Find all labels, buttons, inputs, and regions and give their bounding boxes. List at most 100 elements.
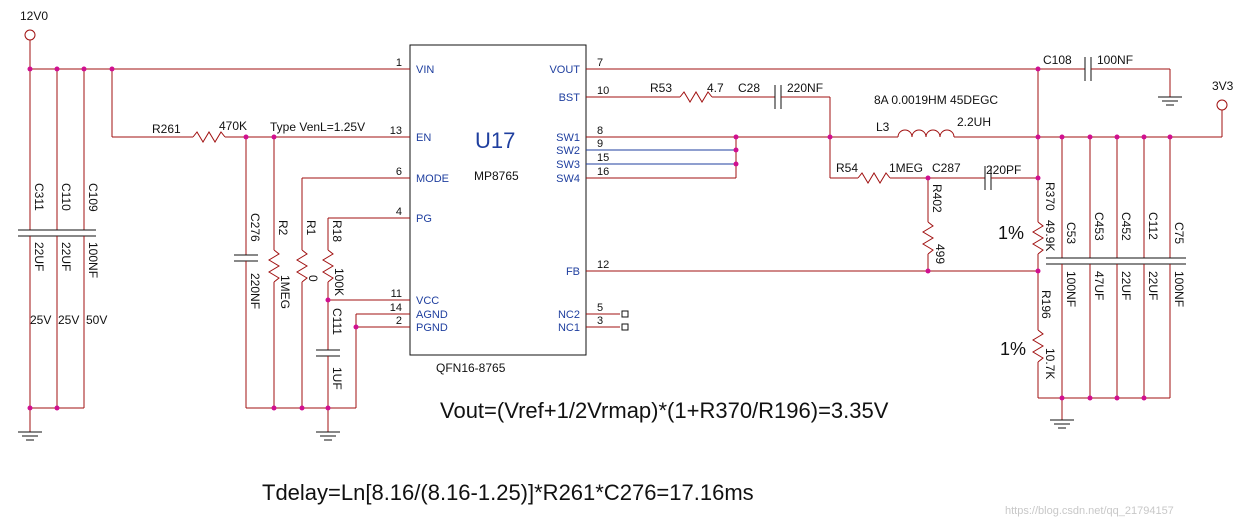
r196-tol: 1% <box>1000 339 1026 359</box>
r370-tol: 1% <box>998 223 1024 243</box>
r196-resistor <box>1032 329 1044 363</box>
c75-value: 100NF <box>1172 271 1186 307</box>
pin-number-sw4: 16 <box>597 166 609 178</box>
pin-name-mode: MODE <box>416 173 449 185</box>
pin-name-pgnd: PGND <box>416 322 448 334</box>
r54-ref: R54 <box>836 161 858 175</box>
c109-value: 100NF <box>86 242 100 278</box>
c111-ref: C111 <box>330 308 344 335</box>
pin-fb: FB 12 <box>566 259 620 278</box>
r18-ref: R18 <box>330 220 344 242</box>
pin-sw1: SW1 8 <box>556 125 620 144</box>
r402-value: 499 <box>933 244 947 264</box>
c452-ref: C452 <box>1119 212 1133 241</box>
pin-name-fb: FB <box>566 266 580 278</box>
c75-ref: C75 <box>1172 222 1186 244</box>
chip-ref: U17 <box>475 128 515 153</box>
c110-value: 22UF <box>59 242 73 271</box>
pin-name-nc2: NC2 <box>558 309 580 321</box>
r370-resistor <box>1032 221 1044 255</box>
r261-ref: R261 <box>152 122 181 136</box>
pin-number-fb: 12 <box>597 259 609 271</box>
c53-value: 100NF <box>1064 271 1078 307</box>
r370-ref: R370 <box>1043 182 1057 211</box>
r54-value: 1MEG <box>889 161 923 175</box>
pin-pg: PG4 <box>380 206 432 225</box>
pin-name-nc1: NC1 <box>558 322 580 334</box>
pin-number-nc1: 3 <box>597 315 603 327</box>
chip-package: QFN16-8765 <box>436 361 506 375</box>
l3-inductor <box>897 129 955 138</box>
ground-symbol-right <box>1050 419 1074 429</box>
pin-name-vout: VOUT <box>549 64 580 76</box>
pin-name-sw4: SW4 <box>556 173 580 185</box>
c109-ref: C109 <box>86 183 100 212</box>
c453-ref: C453 <box>1092 212 1106 241</box>
r53-ref: R53 <box>650 81 672 95</box>
r261-resistor <box>192 131 226 143</box>
c112-ref: C112 <box>1146 212 1160 240</box>
c453-value: 47UF <box>1092 271 1106 300</box>
type-venl-note: Type VenL=1.25V <box>270 120 365 134</box>
output-capacitors <box>1038 137 1186 420</box>
watermark-text: https://blog.csdn.net/qq_21794157 <box>1005 505 1174 517</box>
pin-number-nc2: 5 <box>597 302 603 314</box>
input-capacitors <box>18 69 96 432</box>
pin-number-en: 13 <box>390 125 402 137</box>
pin-en: EN 13 <box>380 125 431 144</box>
c110-rating: 25V <box>58 313 79 327</box>
l3-ref: L3 <box>876 120 890 134</box>
c109-rating: 50V <box>86 313 107 327</box>
c287-value: 220PF <box>986 163 1021 177</box>
no-connect-marker <box>621 323 629 331</box>
pin-name-agnd: AGND <box>416 309 448 321</box>
pin-name-sw2: SW2 <box>556 145 580 157</box>
pin-number-bst: 10 <box>597 85 609 97</box>
pin-pgnd: PGND 2 <box>380 315 448 334</box>
ic-body <box>409 44 587 356</box>
pin-mode: MODE 6 <box>380 166 449 185</box>
pin-number-mode: 6 <box>396 166 402 178</box>
pin-number-pgnd: 2 <box>396 315 402 327</box>
r196-value: 10.7K <box>1043 348 1057 379</box>
c287-ref: C287 <box>932 161 961 175</box>
pin-name-pg: PG <box>416 213 432 225</box>
chip-part: MP8765 <box>474 169 519 183</box>
pin-number-sw1: 8 <box>597 125 603 137</box>
r2-ref: R2 <box>276 220 290 236</box>
r2-value: 1MEG <box>278 275 292 309</box>
pin-number-sw2: 9 <box>597 138 603 150</box>
c53-ref: C53 <box>1064 222 1078 244</box>
c311-rating: 25V <box>30 313 51 327</box>
power-port-3v3: 3V3 <box>1212 79 1234 137</box>
c112-value: 22UF <box>1146 271 1160 300</box>
r53-value: 4.7 <box>707 81 724 95</box>
pin-name-sw1: SW1 <box>556 132 580 144</box>
c108-value: 100NF <box>1097 53 1133 67</box>
c108-ref: C108 <box>1043 53 1072 67</box>
pin-name-vin: VIN <box>416 64 434 76</box>
vout-formula: Vout=(Vref+1/2Vrmap)*(1+R370/R196)=3.35V <box>440 398 889 423</box>
c276-ref: C276 <box>248 213 262 242</box>
c452-value: 22UF <box>1119 271 1133 300</box>
ground-symbol-c108 <box>1158 96 1182 106</box>
r402-resistor <box>922 221 934 255</box>
pin-name-en: EN <box>416 132 431 144</box>
r2-resistor <box>268 249 280 283</box>
pin-number-agnd: 14 <box>390 302 402 314</box>
no-connect-marker <box>621 310 629 318</box>
ground-symbol-left <box>18 431 42 441</box>
ground-symbol-mid <box>316 431 340 441</box>
pin-sw4: SW4 16 <box>556 166 620 185</box>
r18-value: 100K <box>332 268 346 296</box>
pin-name-vcc: VCC <box>416 295 439 307</box>
c311-ref: C311 <box>32 183 46 211</box>
rail-3v3-label: 3V3 <box>1212 79 1234 93</box>
pin-name-sw3: SW3 <box>556 159 580 171</box>
